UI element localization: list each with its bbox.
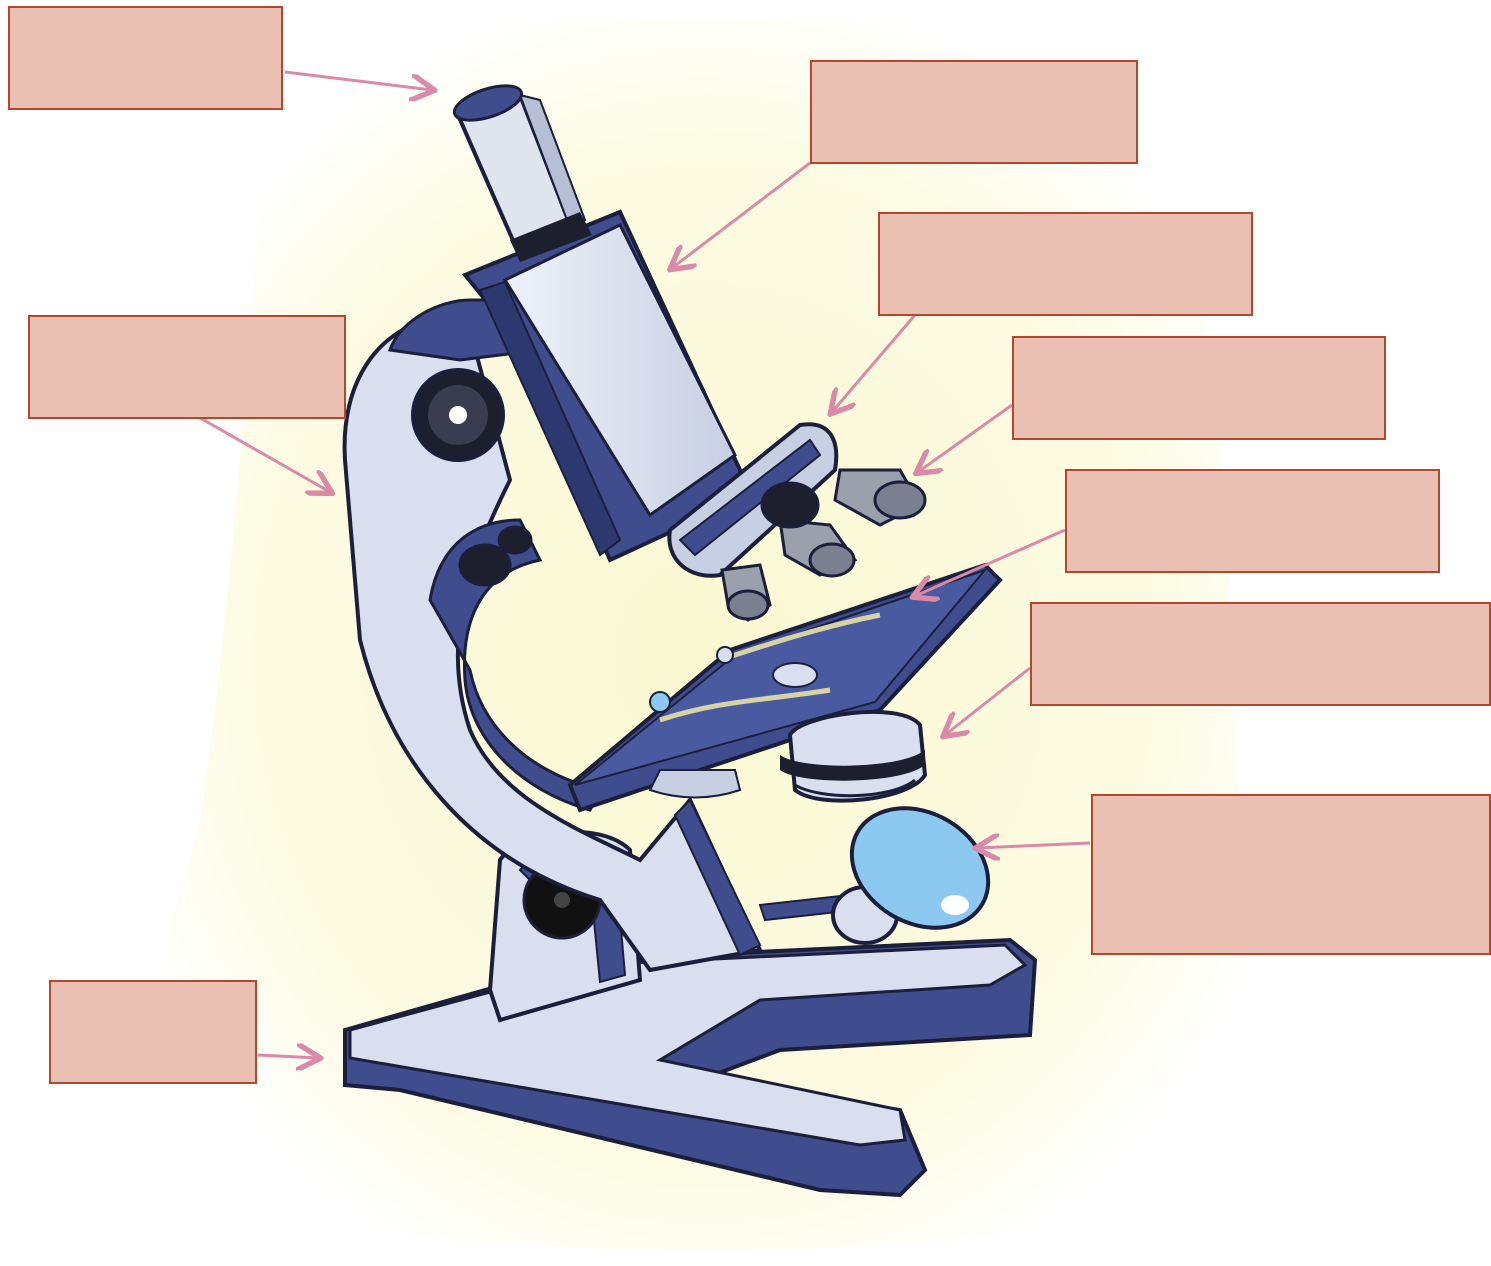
diaphragm [780, 712, 925, 801]
label-box-objective-lenses[interactable] [1012, 336, 1386, 440]
label-box-stage[interactable] [1065, 469, 1440, 573]
label-box-body-tube[interactable] [810, 60, 1138, 164]
label-box-mirror[interactable] [1091, 794, 1491, 955]
label-box-diaphragm[interactable] [1030, 602, 1491, 706]
label-box-arm[interactable] [28, 315, 346, 419]
label-box-eyepiece[interactable] [8, 6, 283, 110]
label-box-revolving-nosepiece[interactable] [878, 212, 1253, 316]
label-box-base[interactable] [49, 980, 257, 1084]
